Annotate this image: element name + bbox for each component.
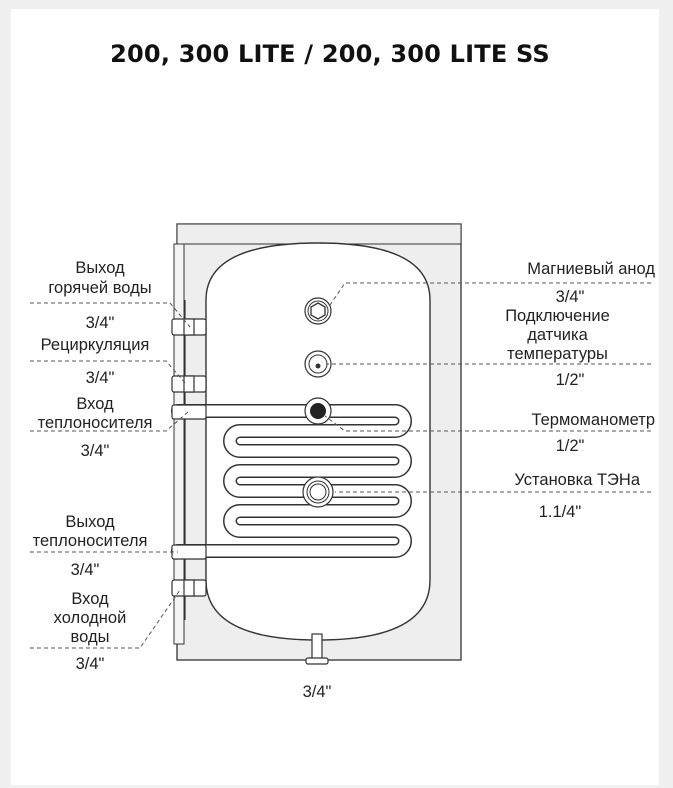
size-drain: 3/4" <box>302 683 332 701</box>
leader-cold-in <box>30 589 181 649</box>
label-heat-in-2: теплоносителя <box>37 414 153 432</box>
label-thermo: Термоманометр <box>531 411 655 429</box>
leader-heat-in <box>30 411 189 432</box>
tank-body <box>205 242 431 641</box>
size-cold-in: 3/4" <box>75 655 105 673</box>
leader-thermo <box>324 415 651 432</box>
label-heat-in-1: Вход <box>76 395 114 413</box>
size-heat-in: 3/4" <box>80 442 110 460</box>
label-sensor-2: датчика <box>527 326 588 344</box>
size-anode: 3/4" <box>555 288 585 306</box>
label-hot-out-2: горячей воды <box>48 279 152 297</box>
side-panel <box>173 243 185 645</box>
heater-port-icon <box>302 476 334 508</box>
anode-nut-icon <box>304 297 332 325</box>
size-hot-out: 3/4" <box>85 314 115 332</box>
casing-top-strip <box>176 223 462 245</box>
label-recirc: Рециркуляция <box>40 336 150 354</box>
size-sensor: 1/2" <box>555 371 585 389</box>
leader-anode <box>329 282 651 306</box>
label-heater: Установка ТЭНа <box>514 471 640 489</box>
size-recirc: 3/4" <box>85 369 115 387</box>
heat-exchanger-coil <box>171 404 412 558</box>
leader-hot-out <box>30 302 191 328</box>
label-cold-in-3: воды <box>70 628 110 646</box>
sensor-port-icon <box>304 350 332 378</box>
size-heater: 1.1/4" <box>538 503 582 521</box>
label-cold-in-1: Вход <box>71 590 109 608</box>
size-thermo: 1/2" <box>555 437 585 455</box>
drain-fitting <box>305 633 329 665</box>
page-title: 200, 300 LITE / 200, 300 LITE SS <box>110 40 550 68</box>
left-fittings <box>171 318 207 597</box>
label-heat-out-1: Выход <box>65 513 115 531</box>
label-hot-out-1: Выход <box>75 259 125 277</box>
heat-in-fitting <box>171 404 207 420</box>
leader-lines <box>30 282 651 649</box>
label-sensor-3: температуры <box>507 345 608 363</box>
thermo-port-icon <box>304 397 332 425</box>
label-heat-out-2: теплоносителя <box>32 532 148 550</box>
leader-recirc <box>30 360 187 385</box>
label-cold-in-2: холодной <box>53 609 127 627</box>
size-heat-out: 3/4" <box>70 561 100 579</box>
label-anode: Магниевый анод <box>527 260 655 278</box>
label-sensor-1: Подключение <box>505 307 610 325</box>
